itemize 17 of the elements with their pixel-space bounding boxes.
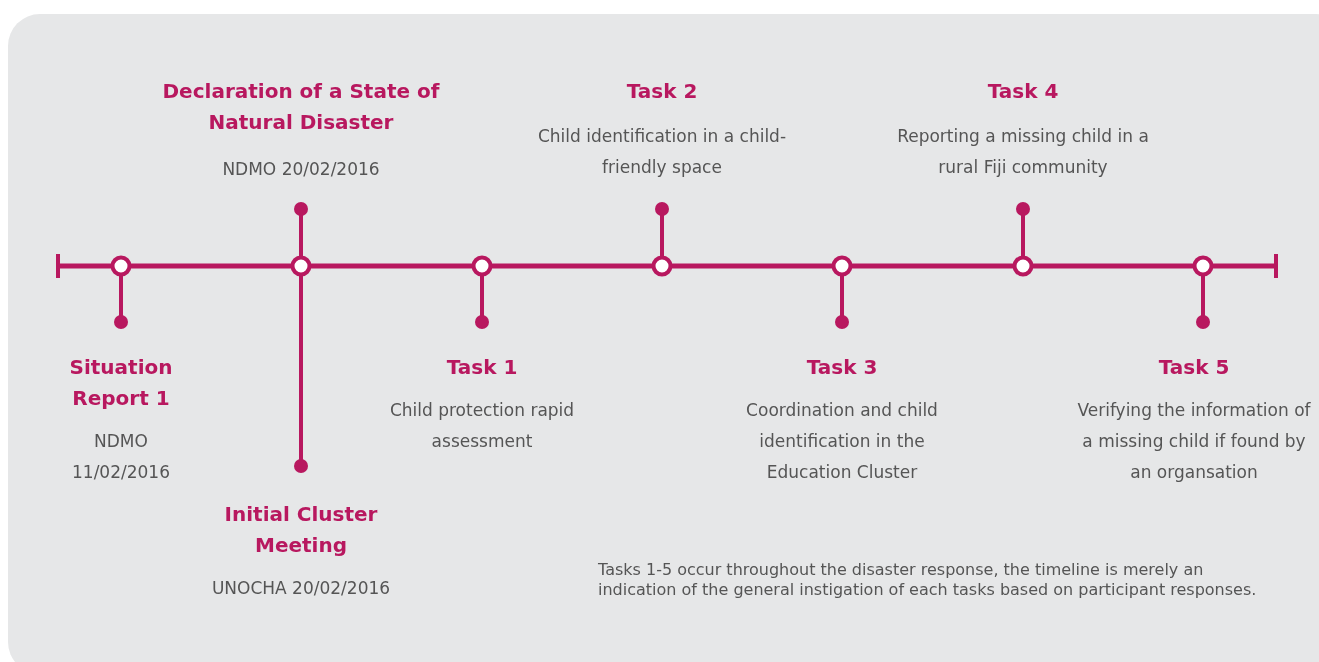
event-description: Verifying the information of a missing child if found by an organsation xyxy=(1076,399,1312,484)
event-description: Child protection rapid assessment xyxy=(388,399,576,453)
event-heading: Task 5 xyxy=(1158,354,1230,381)
footnote: Tasks 1-5 occur throughout the disaster response, the timeline is merely an indication of the general instigation of each tasks based on participant responses. xyxy=(598,560,1258,600)
event-heading: Initial Cluster Meeting xyxy=(223,501,379,559)
event-heading: Task 2 xyxy=(626,78,698,105)
event-heading: Task 1 xyxy=(446,354,518,381)
event-description: UNOCHA 20/02/2016 xyxy=(211,577,391,600)
event-heading: Task 4 xyxy=(987,78,1059,105)
event-heading: Task 3 xyxy=(806,354,878,381)
event-heading: Declaration of a State of Natural Disaster xyxy=(161,78,441,136)
event-heading: Situation Report 1 xyxy=(68,354,174,412)
event-description: Child identification in a child-friendly space xyxy=(537,125,787,179)
event-description: NDMO 20/02/2016 xyxy=(222,158,380,181)
event-description: Coordination and child identification in the Education Cluster xyxy=(745,399,939,484)
event-description: NDMO 11/02/2016 xyxy=(71,430,171,484)
event-description: Reporting a missing child in a rural Fiji community xyxy=(896,125,1150,179)
